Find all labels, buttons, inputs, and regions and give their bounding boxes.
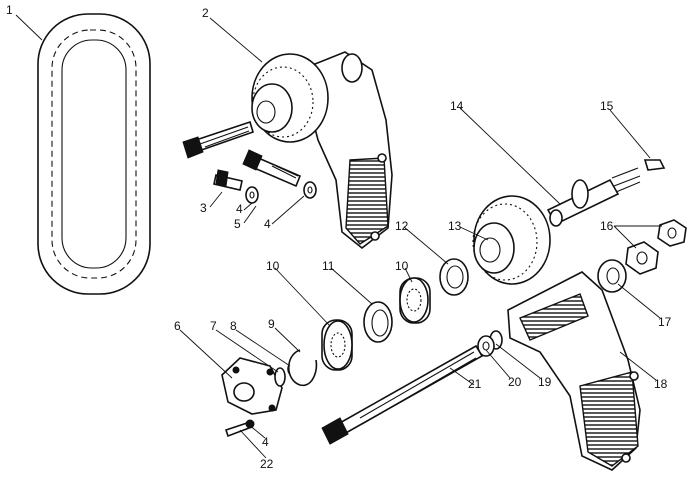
- nut-16a: [657, 219, 687, 247]
- callout-11: 11: [322, 259, 335, 273]
- bolt-5: [242, 149, 302, 188]
- callout-18: 18: [654, 377, 668, 391]
- callout-4a: 4: [236, 202, 243, 216]
- pulley-13: [472, 195, 551, 285]
- cover-plate: [221, 357, 283, 415]
- callout-5: 5: [234, 217, 241, 231]
- callout-17: 17: [658, 315, 672, 329]
- callout-19: 19: [538, 375, 552, 389]
- washer-4b: [303, 181, 317, 199]
- ring-7: [274, 367, 286, 387]
- washer-17: [597, 259, 627, 293]
- washer-12: [439, 258, 469, 296]
- callout-8: 8: [230, 319, 237, 333]
- bearing-10b: [399, 277, 431, 324]
- long-bolt-21: [321, 344, 484, 445]
- callout-6: 6: [174, 319, 181, 333]
- nut-16b: [625, 241, 659, 275]
- callout-12: 12: [395, 219, 409, 233]
- callout-2: 2: [202, 6, 209, 20]
- callout-15: 15: [600, 99, 614, 113]
- fitting-15: [643, 159, 666, 171]
- bearing-10a: [321, 319, 353, 371]
- washer-20: [477, 335, 495, 357]
- callout-labels: 1 2 3 4 5 4 6 7 8 9 10 11 10 12 13 14 15…: [6, 3, 672, 471]
- callout-10b: 10: [395, 259, 409, 273]
- shaft-14: [546, 167, 641, 227]
- toothed-belt: [37, 13, 151, 295]
- bolt-3: [213, 169, 243, 191]
- leader-lines: [15, 14, 662, 459]
- callout-16: 16: [600, 219, 614, 233]
- callout-1: 1: [6, 3, 13, 17]
- callout-20: 20: [508, 375, 522, 389]
- callout-10a: 10: [266, 259, 280, 273]
- callout-14: 14: [450, 99, 464, 113]
- callout-4b: 4: [264, 217, 271, 231]
- spacer-11: [363, 301, 393, 343]
- callout-3: 3: [200, 201, 207, 215]
- upper-tensioner-assembly: [182, 51, 393, 250]
- callout-13: 13: [448, 219, 462, 233]
- lower-bracket-18: [507, 271, 641, 471]
- callout-7: 7: [210, 319, 217, 333]
- callout-9: 9: [268, 317, 275, 331]
- callout-21: 21: [468, 377, 482, 391]
- screw-22: [224, 419, 255, 438]
- snap-ring-9: [287, 349, 318, 387]
- washer-4a: [245, 186, 259, 204]
- callout-22: 22: [260, 457, 274, 471]
- callout-4c: 4: [262, 435, 269, 449]
